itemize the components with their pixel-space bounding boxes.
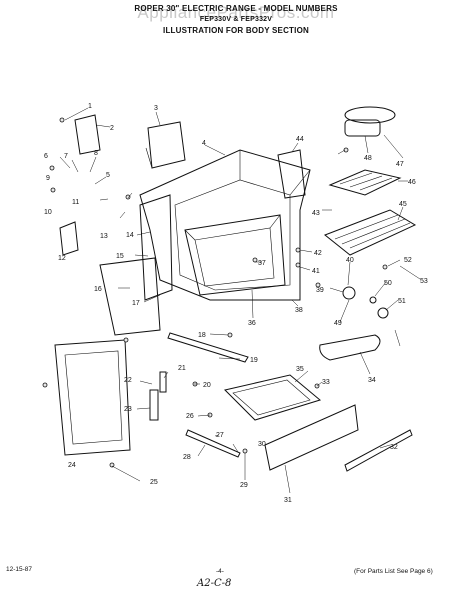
toe-kick: [344, 429, 413, 472]
light-bulb: [369, 296, 377, 304]
bake-element: [319, 334, 381, 361]
diagram-title: ROPER 30" ELECTRIC RANGE - MODEL NUMBERS: [134, 4, 338, 13]
footer-date: 12-15-87: [6, 566, 33, 573]
mounting-bracket: [59, 221, 79, 256]
callout-18: 18: [198, 332, 206, 339]
callout-20: 20: [203, 382, 211, 389]
callout-48: 48: [364, 155, 372, 162]
watermark: AppliancePartsPros.com: [137, 3, 335, 22]
callout-29: 29: [240, 482, 248, 489]
broil-element: [344, 106, 396, 124]
callout-19: 19: [250, 357, 258, 364]
callout-33: 33: [322, 379, 330, 386]
callout-45: 45: [399, 201, 407, 208]
callout-26: 26: [186, 413, 194, 420]
callout-38: 38: [295, 307, 303, 314]
callout-21: 21: [178, 365, 186, 372]
drawer-rail: [167, 332, 249, 363]
broiler-pan: [328, 169, 402, 196]
callout-22: 22: [124, 377, 132, 384]
callout-17: 17: [132, 300, 140, 307]
callout-50: 50: [384, 280, 392, 287]
callout-47: 47: [396, 161, 404, 168]
model-numbers: FEP330V & FEP332V: [199, 16, 273, 23]
callout-9: 9: [46, 175, 50, 182]
page-number: -4-: [216, 568, 224, 575]
broil-pan-grid: [344, 119, 381, 137]
parts-list-note: (For Parts List See Page 6): [354, 568, 433, 575]
callout-24: 24: [68, 462, 76, 469]
callout-25: 25: [150, 479, 158, 486]
callout-43: 43: [312, 210, 320, 217]
oven-door: [54, 339, 131, 456]
callout-52: 52: [404, 257, 412, 264]
bracket: [74, 114, 101, 155]
callout-11: 11: [72, 199, 79, 206]
callout-51: 51: [398, 298, 406, 305]
insulation-blanket: [147, 121, 186, 169]
callout-13: 13: [100, 233, 108, 240]
callout-7: 7: [64, 153, 68, 160]
callout-40: 40: [346, 257, 354, 264]
callout-labels: 1 2 3 4 5 6 7 8 9 10 11 12 13 14 15 16 1…: [44, 103, 428, 504]
light-socket: [377, 307, 389, 319]
callout-37: 37: [258, 260, 266, 267]
screws: [42, 117, 388, 468]
callout-3: 3: [154, 105, 158, 112]
callout-4: 4: [202, 140, 206, 147]
callout-28: 28: [183, 454, 191, 461]
inner-door-panel: [99, 257, 161, 336]
callout-8: 8: [94, 150, 98, 157]
callout-27: 27: [216, 432, 224, 439]
callout-16: 16: [94, 286, 102, 293]
callout-36: 36: [248, 320, 256, 327]
storage-drawer: [224, 374, 322, 421]
callout-35: 35: [296, 366, 304, 373]
callout-12: 12: [58, 255, 66, 262]
drawer-front: [264, 404, 359, 471]
callout-5: 5: [106, 172, 110, 179]
callout-32: 32: [390, 444, 398, 451]
callout-14: 14: [126, 232, 134, 239]
hinge-receptacle: [159, 371, 167, 393]
callout-10: 10: [44, 209, 52, 216]
callout-53: 53: [420, 278, 428, 285]
callout-44: 44: [296, 136, 304, 143]
thermostat: [342, 286, 356, 300]
leader-lines: [59, 107, 421, 494]
callout-34: 34: [368, 377, 376, 384]
oven-rack: [324, 209, 417, 256]
callout-2: 2: [110, 125, 114, 132]
callout-31: 31: [284, 497, 292, 504]
callout-42: 42: [314, 250, 322, 257]
callout-39: 39: [316, 287, 324, 294]
drawer-slide: [185, 429, 241, 458]
callout-41: 41: [312, 268, 320, 275]
callout-49: 49: [334, 320, 342, 327]
handwritten-annotation: A2-C-8: [197, 578, 232, 589]
vent-duct: [277, 149, 306, 199]
diagram-subtitle: ILLUSTRATION FOR BODY SECTION: [163, 26, 309, 35]
callout-15: 15: [116, 253, 124, 260]
oven-liner: [184, 214, 286, 296]
callout-23: 23: [124, 406, 132, 413]
callout-30: 30: [258, 441, 266, 448]
door-hinge: [149, 389, 159, 421]
callout-1: 1: [88, 103, 92, 110]
range-body: [139, 149, 311, 301]
side-panel: [139, 194, 173, 301]
callout-46: 46: [408, 179, 416, 186]
callout-6: 6: [44, 153, 48, 160]
